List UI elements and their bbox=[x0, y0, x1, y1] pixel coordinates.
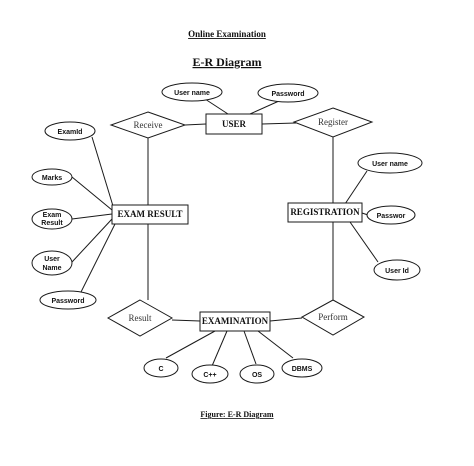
attribute-password-top: Password bbox=[257, 83, 319, 103]
attribute-user-name-left: User Name bbox=[31, 250, 73, 276]
attribute-cpp-label: C++ bbox=[203, 372, 216, 379]
attribute-password-top-ellipse bbox=[257, 83, 319, 103]
attribute-passwor-right-ellipse bbox=[366, 205, 416, 225]
attribute-exam-result-label-line1: Exam bbox=[43, 212, 62, 219]
attribute-exam-result-ellipse bbox=[31, 208, 73, 230]
relationship-receive-diamond bbox=[109, 111, 187, 139]
attribute-dbms: DBMS bbox=[281, 358, 323, 378]
connector-registration-userid bbox=[349, 221, 379, 263]
attribute-user-name-left-label-line2: Name bbox=[42, 265, 61, 272]
relationship-result-label: Result bbox=[128, 313, 152, 323]
attribute-passwor-right-label: Passwor bbox=[377, 213, 406, 220]
diagram-subtitle: E-R Diagram bbox=[193, 55, 262, 69]
entity-examination-label: EXAMINATION bbox=[202, 316, 269, 326]
attribute-user-id-right: User Id bbox=[373, 259, 421, 281]
attribute-password-left-label: Password bbox=[51, 298, 84, 305]
connector-examresult-examresult bbox=[71, 213, 113, 220]
relationship-register: Register bbox=[292, 107, 374, 138]
connectors bbox=[71, 98, 379, 367]
attribute-user-name-top-label: User name bbox=[174, 90, 210, 97]
connector-examination-dbms bbox=[257, 330, 294, 359]
connector-examination-perform bbox=[269, 317, 303, 322]
connector-user-username bbox=[204, 98, 229, 115]
relationship-result: Result bbox=[106, 299, 174, 337]
relationship-register-label: Register bbox=[318, 117, 348, 127]
connector-examination-os bbox=[243, 330, 257, 365]
relationship-receive: Receive bbox=[109, 111, 187, 139]
attribute-c-label: C bbox=[158, 366, 163, 373]
entity-registration-box bbox=[287, 202, 363, 223]
attribute-c: C bbox=[143, 358, 179, 378]
attribute-user-name-right-label: User name bbox=[372, 161, 408, 168]
attribute-exam-result: Exam Result bbox=[31, 208, 73, 230]
entity-exam-result-label: EXAM RESULT bbox=[118, 209, 183, 219]
entity-exam-result: EXAM RESULT bbox=[111, 204, 189, 225]
attribute-examid-label: ExamId bbox=[58, 129, 83, 136]
attribute-dbms-label: DBMS bbox=[292, 366, 313, 373]
attribute-password-left: Password bbox=[39, 290, 97, 310]
connector-registration-username bbox=[344, 170, 368, 205]
attribute-user-name-left-ellipse bbox=[31, 250, 73, 276]
connector-user-password bbox=[249, 100, 280, 115]
attribute-c-ellipse bbox=[143, 358, 179, 378]
entity-user: USER bbox=[205, 113, 263, 135]
attribute-user-name-top: User name bbox=[161, 82, 223, 102]
relationship-perform-label: Perform bbox=[318, 312, 348, 322]
attribute-user-id-right-ellipse bbox=[373, 259, 421, 281]
attribute-marks-label: Marks bbox=[42, 175, 62, 182]
attribute-os: OS bbox=[239, 364, 275, 384]
attribute-cpp-ellipse bbox=[191, 364, 229, 384]
diagram-caption: Figure: E-R Diagram bbox=[200, 410, 274, 419]
connector-result-examination bbox=[171, 319, 201, 322]
attribute-marks-ellipse bbox=[31, 168, 73, 186]
entity-user-label: USER bbox=[222, 119, 247, 129]
attribute-cpp: C++ bbox=[191, 364, 229, 384]
attribute-passwor-right: Passwor bbox=[366, 205, 416, 225]
relationship-receive-label: Receive bbox=[134, 120, 163, 130]
entity-user-box bbox=[205, 113, 263, 135]
relationship-result-diamond bbox=[106, 299, 174, 337]
attribute-user-name-left-label-line1: User bbox=[44, 256, 60, 263]
relationship-register-diamond bbox=[292, 107, 374, 138]
attribute-exam-result-label-line2: Result bbox=[41, 220, 63, 227]
attribute-os-label: OS bbox=[252, 372, 262, 379]
attribute-marks: Marks bbox=[31, 168, 73, 186]
entity-exam-result-box bbox=[111, 204, 189, 225]
attribute-examid: ExamId bbox=[44, 121, 96, 141]
connector-examination-c bbox=[165, 330, 216, 359]
connector-examination-cpp bbox=[211, 330, 228, 367]
relationship-perform-diamond bbox=[300, 299, 366, 336]
entity-registration: REGISTRATION bbox=[287, 202, 363, 223]
entity-examination-box bbox=[199, 311, 271, 332]
attribute-user-id-right-label: User Id bbox=[385, 268, 409, 275]
entity-registration-label: REGISTRATION bbox=[290, 207, 360, 217]
attribute-os-ellipse bbox=[239, 364, 275, 384]
connector-examresult-password bbox=[79, 223, 116, 295]
attribute-user-name-right: User name bbox=[357, 152, 423, 174]
entity-examination: EXAMINATION bbox=[199, 311, 271, 332]
attribute-user-name-right-ellipse bbox=[357, 152, 423, 174]
attribute-examid-ellipse bbox=[44, 121, 96, 141]
connector-examresult-examid bbox=[91, 136, 114, 207]
attribute-dbms-ellipse bbox=[281, 358, 323, 378]
attribute-user-name-top-ellipse bbox=[161, 82, 223, 102]
attribute-password-left-ellipse bbox=[39, 290, 97, 310]
connector-receive-user bbox=[184, 123, 207, 126]
diagram-title: Online Examination bbox=[188, 29, 266, 39]
attribute-password-top-label: Password bbox=[271, 91, 304, 98]
connector-examresult-username bbox=[71, 218, 113, 263]
relationship-perform: Perform bbox=[300, 299, 366, 336]
connector-examresult-marks bbox=[71, 176, 113, 211]
connector-user-register bbox=[261, 122, 297, 125]
